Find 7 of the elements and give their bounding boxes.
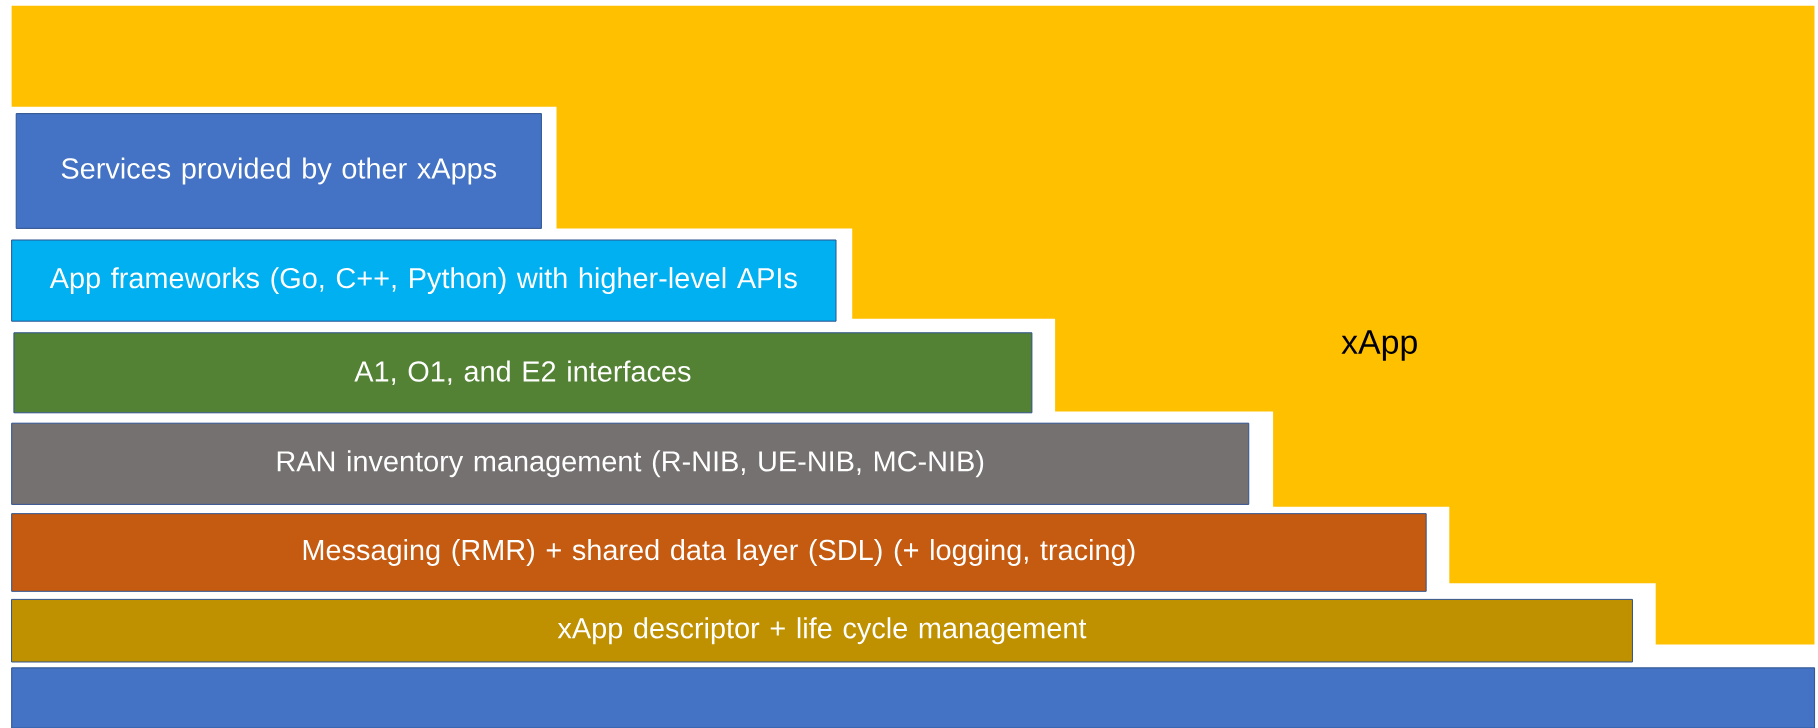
layer-box: Messaging (RMR) + shared data layer (SDL) (+ logging, tracing) xyxy=(11,513,1427,592)
layer-box: RAN inventory management (R-NIB, UE-NIB, MC-NIB) xyxy=(11,422,1250,505)
layer-box: App frameworks (Go, C++, Python) with higher-level APIs xyxy=(11,239,837,322)
layer-box: Services provided by other xApps xyxy=(15,113,542,229)
layer-box xyxy=(11,667,1816,728)
layer-box: xApp descriptor + life cycle management xyxy=(11,598,1633,663)
layer-box: A1, O1, and E2 interfaces xyxy=(13,332,1033,414)
